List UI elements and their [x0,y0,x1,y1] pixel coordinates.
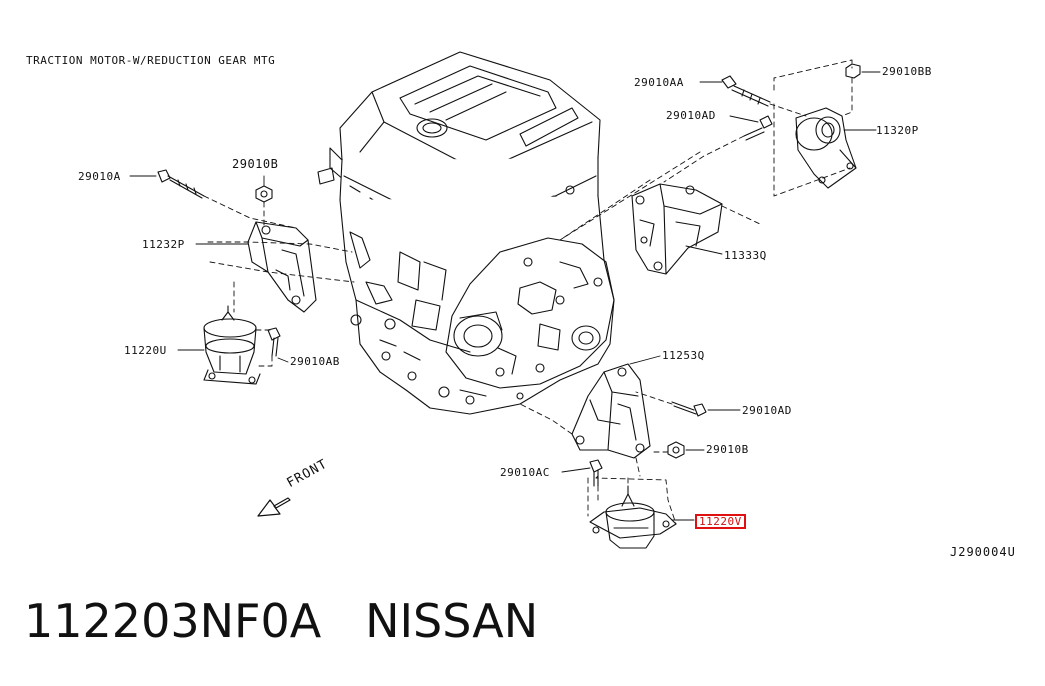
part-label-29010bb: 29010BB [882,65,932,78]
part-label-29010a: 29010A [78,170,121,183]
assembly-guide-lines [203,59,853,525]
part-label-11220u: 11220U [124,344,167,357]
nut-29010bb [845,63,861,79]
bracket-11253q [571,363,651,459]
part-label-11253q: 11253Q [662,349,705,362]
bolt-29010a [157,169,205,199]
bolt-29010aa [721,75,771,107]
mount-11220v [589,485,677,549]
front-arrow-icon [257,497,291,517]
mount-11320p [795,107,857,189]
diagram-code: J290004U [950,545,1016,559]
part-caption: 112203NF0A NISSAN [24,598,538,644]
part-label-29010b-left: 29010B [232,157,279,171]
part-label-29010ad-top: 29010AD [666,109,716,122]
leader-lines [129,71,881,521]
bracket-11232p [247,221,317,313]
traction-motor-assembly [317,51,615,415]
nut-29010b-left [255,185,273,203]
bracket-11333q [631,183,723,275]
part-label-29010b-right: 29010B [706,443,749,456]
diagram-title: TRACTION MOTOR-W/REDUCTION GEAR MTG [26,54,276,67]
part-label-29010ac: 29010AC [500,466,550,479]
nut-29010b-right [667,441,685,459]
highlighted-part-label-11220v[interactable]: 11220V [695,514,746,529]
part-label-29010aa: 29010AA [634,76,684,89]
part-label-11320p: 11320P [876,124,919,137]
part-label-29010ad-mid: 29010AD [742,404,792,417]
bolt-29010ad-top [743,115,773,141]
part-label-11333q: 11333Q [724,249,767,262]
bolt-29010ac [589,459,603,487]
part-label-29010ab: 29010AB [290,355,340,368]
part-number: 112203NF0A [24,594,322,648]
mount-11220u [203,305,261,385]
brand-name: NISSAN [365,594,539,648]
bolt-29010ad-mid [671,401,707,417]
bolt-29010ab [267,327,281,357]
part-label-11232p: 11232P [142,238,185,251]
